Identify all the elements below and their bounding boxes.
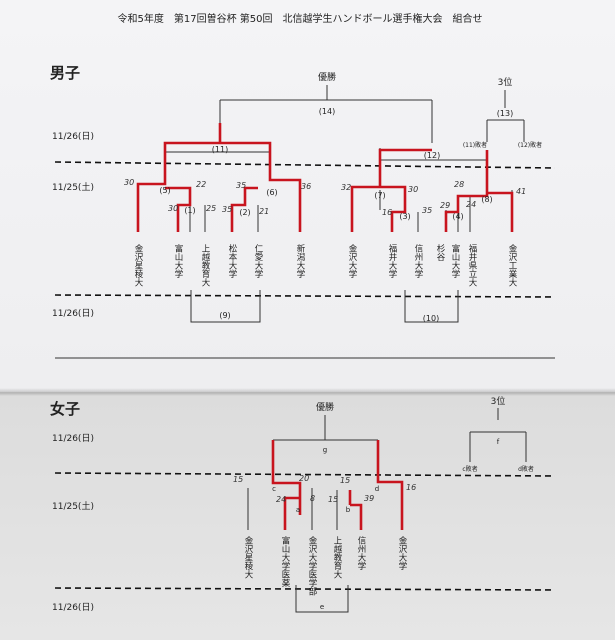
men-score: 35 — [222, 205, 232, 214]
women-score: 15 — [340, 476, 350, 485]
men-score: 21 — [259, 207, 269, 216]
men-game-13: (13) — [497, 109, 513, 118]
men-score: 16 — [382, 208, 392, 217]
men-loser-12: (12)敗者 — [518, 141, 542, 149]
women-game-e: e — [320, 603, 324, 611]
men-team: 松本大学 — [227, 243, 237, 278]
women-day-separator-bottom — [54, 587, 556, 591]
women-game-d: d — [375, 485, 379, 493]
women-loser-d: d敗者 — [518, 465, 534, 473]
men-score: 35 — [422, 206, 432, 215]
men-team: 福井県立大 — [467, 243, 477, 287]
women-team: 金沢星稜大 — [243, 535, 253, 579]
men-team: 杉谷 — [435, 243, 445, 261]
women-winner-paths — [271, 440, 404, 530]
women-loser-c: c敗者 — [462, 465, 477, 473]
men-team: 新潟大学 — [295, 243, 305, 278]
men-score: 22 — [196, 180, 206, 189]
men-game-9: (9) — [219, 311, 230, 320]
men-game-10: (10) — [423, 314, 439, 323]
men-score: 25 — [206, 204, 216, 213]
men-team: 富山大学 — [173, 243, 183, 278]
men-score: 41 — [516, 187, 526, 196]
men-score: 36 — [301, 182, 311, 191]
men-loser-11: (11)敗者 — [463, 141, 487, 149]
men-heading: 男子 — [50, 64, 80, 82]
men-game-4: (4) — [452, 212, 463, 221]
men-team: 信州大学 — [413, 243, 423, 278]
women-heading: 女子 — [50, 400, 80, 418]
women-date-mid: 11/25(土) — [52, 500, 94, 512]
men-team: 金沢工業大 — [507, 243, 517, 287]
women-third-label: 3位 — [491, 395, 506, 407]
women-champion-label: 優勝 — [316, 401, 334, 413]
women-score: 20 — [299, 474, 309, 483]
men-game-6: (6) — [266, 188, 277, 197]
men-score: 28 — [454, 180, 464, 189]
men-team: 仁愛大学 — [253, 243, 263, 278]
men-team: 富山大学 — [450, 243, 460, 278]
women-game-g: g — [323, 446, 327, 454]
men-game-12: (12) — [424, 151, 440, 160]
women-date-bottom: 11/26(日) — [52, 602, 94, 613]
women-team: 金沢大学 — [397, 535, 407, 570]
men-game-14: (14) — [319, 107, 335, 116]
men-team: 金沢大学 — [347, 243, 357, 278]
men-game-5: (5) — [159, 186, 170, 195]
men-team: 福井大学 — [387, 243, 397, 278]
men-game-11: (11) — [212, 145, 228, 154]
men-score: 29 — [440, 201, 450, 210]
women-team: 富山大学医薬 — [280, 535, 290, 588]
women-game-f: f — [497, 438, 500, 446]
women-score: 15 — [328, 495, 338, 504]
men-score: 30 — [124, 178, 134, 187]
men-day-separator-bottom — [54, 294, 556, 298]
women-game-b: b — [346, 506, 351, 514]
women-score: 39 — [364, 494, 374, 503]
women-date-top: 11/26(日) — [52, 433, 94, 444]
men-day-separator-top — [54, 161, 556, 169]
men-score: 32 — [341, 183, 351, 192]
women-team: 金沢大学医学部 — [307, 535, 317, 596]
men-game-8: (8) — [481, 195, 492, 204]
men-score: 30 — [168, 204, 178, 213]
men-date-top: 11/26(日) — [52, 131, 94, 142]
women-day-separator-top — [54, 472, 556, 477]
women-score: 16 — [406, 483, 416, 492]
paper-fold-shadow — [0, 388, 615, 396]
women-game-c: c — [272, 485, 276, 493]
men-champion-label: 優勝 — [318, 71, 336, 83]
men-date-mid: 11/25(土) — [52, 181, 94, 193]
men-team: 金沢星稜大 — [133, 243, 143, 287]
women-score: 24 — [276, 495, 286, 504]
men-third-label: 3位 — [498, 76, 513, 88]
women-team: 信州大学 — [356, 535, 366, 570]
women-game-a: a — [296, 506, 300, 514]
men-date-bottom: 11/26(日) — [52, 308, 94, 319]
men-winner-paths — [136, 123, 514, 232]
paper-lower-sheet — [0, 392, 615, 640]
document-title: 令和5年度 第17回曽谷杯 第50回 北信越学生ハンドボール選手権大会 組合せ — [118, 12, 483, 25]
men-score: 35 — [236, 181, 246, 190]
women-team: 上越教育大 — [332, 536, 342, 579]
men-team: 上越教育大 — [200, 244, 210, 287]
men-score: 30 — [408, 185, 418, 194]
women-score: 8 — [310, 494, 315, 503]
men-game-1: (1) — [184, 206, 195, 215]
men-game-2: (2) — [239, 208, 250, 217]
men-game-3: (3) — [399, 212, 410, 221]
women-score: 15 — [233, 475, 243, 484]
men-score: 24 — [466, 200, 476, 209]
men-game-7: (7) — [374, 191, 385, 200]
